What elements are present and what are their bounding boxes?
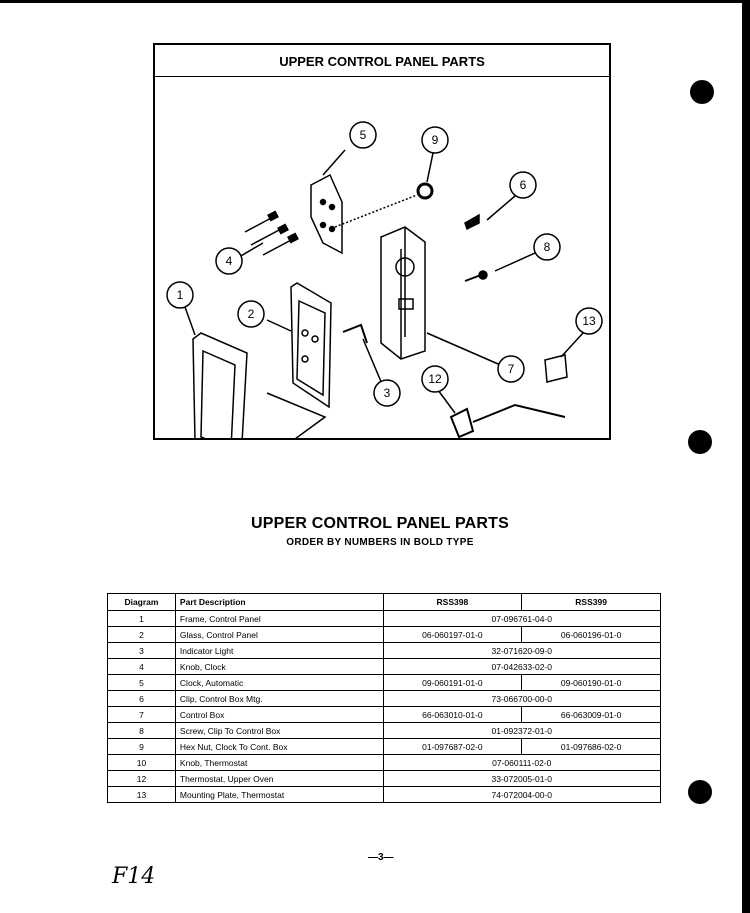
binder-hole xyxy=(688,430,712,454)
svg-text:2: 2 xyxy=(248,307,255,321)
callout-7: 7 xyxy=(497,355,525,383)
part-description-cell: Clip, Control Box Mtg. xyxy=(174,690,384,707)
svg-text:5: 5 xyxy=(360,128,367,142)
parts-table: Diagram Part Description RSS398 RSS399 1… xyxy=(107,593,661,803)
part-number-cell-model-a: 06-060197-01-0 xyxy=(382,626,523,643)
part-number-cell-common: 33-072005-01-0 xyxy=(382,770,661,787)
scan-edge-right xyxy=(742,0,750,913)
exploded-parts-drawing: 5 9 6 4 8 1 2 13 7 12 3 10 xyxy=(166,121,603,438)
part-number-cell-common: 74-072004-00-0 xyxy=(382,786,661,803)
callout-12: 12 xyxy=(421,365,449,393)
part-description-cell: Knob, Clock xyxy=(174,658,384,675)
diagram-number-cell: 13 xyxy=(107,786,176,803)
diagram-number-cell: 9 xyxy=(107,738,176,755)
part-description-cell: Glass, Control Panel xyxy=(174,626,384,643)
part-number-cell-model-b: 66-063009-01-0 xyxy=(521,706,661,723)
diagram-number-cell: 12 xyxy=(107,770,176,787)
header-description: Part Description xyxy=(174,593,384,611)
svg-text:9: 9 xyxy=(432,133,439,147)
part-description-cell: Control Box xyxy=(174,706,384,723)
table-header-row: Diagram Part Description RSS398 RSS399 xyxy=(107,593,661,611)
svg-text:6: 6 xyxy=(520,178,527,192)
part-number-cell-common: 01-092372-01-0 xyxy=(382,722,661,739)
part-description-cell: Hex Nut, Clock To Cont. Box xyxy=(174,738,384,755)
part-number-cell-common: 07-060111-02-0 xyxy=(382,754,661,771)
callout-6: 6 xyxy=(509,171,537,199)
diagram-number-cell: 3 xyxy=(107,642,176,659)
diagram-number-cell: 2 xyxy=(107,626,176,643)
part-description-cell: Knob, Thermostat xyxy=(174,754,384,771)
clock-plate-shape xyxy=(310,173,343,255)
callout-5: 5 xyxy=(349,121,377,149)
part-number-cell-common: 73-066700-00-0 xyxy=(382,690,661,707)
part-description-cell: Clock, Automatic xyxy=(174,674,384,691)
figure-title: UPPER CONTROL PANEL PARTS xyxy=(155,45,609,77)
part-number-cell-common: 07-096761-04-0 xyxy=(382,610,661,627)
svg-text:3: 3 xyxy=(384,386,391,400)
svg-text:1: 1 xyxy=(177,288,184,302)
parts-list-title: UPPER CONTROL PANEL PARTS xyxy=(250,515,510,532)
part-description-cell: Indicator Light xyxy=(174,642,384,659)
part-description-cell: Thermostat, Upper Oven xyxy=(174,770,384,787)
binder-hole xyxy=(690,80,714,104)
header-diagram: Diagram xyxy=(107,593,176,611)
part-number-cell-model-a: 66-063010-01-0 xyxy=(382,706,523,723)
part-description-cell: Frame, Control Panel xyxy=(174,610,384,627)
svg-text:13: 13 xyxy=(582,314,596,328)
part-number-cell-common: 07-042633-02-0 xyxy=(382,658,661,675)
diagram-number-cell: 8 xyxy=(107,722,176,739)
part-number-cell-model-a: 01-097687-02-0 xyxy=(382,738,523,755)
scan-edge-top xyxy=(0,0,750,3)
part-number-cell-model-a: 09-060191-01-0 xyxy=(382,674,523,691)
diagram-number-cell: 7 xyxy=(107,706,176,723)
binder-hole xyxy=(688,780,712,804)
diagram-number-cell: 1 xyxy=(107,610,176,627)
part-number-cell-common: 32-071620-09-0 xyxy=(382,642,661,659)
callout-9: 9 xyxy=(421,126,449,154)
header-model-b: RSS399 xyxy=(521,593,661,611)
callout-2: 2 xyxy=(237,300,265,328)
callout-1: 1 xyxy=(166,281,194,309)
diagram-number-cell: 4 xyxy=(107,658,176,675)
part-number-cell-model-b: 06-060196-01-0 xyxy=(521,626,661,643)
diagram-number-cell: 5 xyxy=(107,674,176,691)
parts-list-subtitle: ORDER BY NUMBERS IN BOLD TYPE xyxy=(286,537,474,548)
svg-text:7: 7 xyxy=(508,362,515,376)
part-number-cell-model-b: 09-060190-01-0 xyxy=(521,674,661,691)
part-description-cell: Mounting Plate, Thermostat xyxy=(174,786,384,803)
callout-3: 3 xyxy=(373,379,401,407)
callout-8: 8 xyxy=(533,233,561,261)
header-model-a: RSS398 xyxy=(382,593,523,611)
svg-text:12: 12 xyxy=(428,372,442,386)
exploded-diagram-frame: UPPER CONTROL PANEL PARTS xyxy=(153,43,611,440)
page-number: —3— xyxy=(368,852,394,863)
diagram-number-cell: 6 xyxy=(107,690,176,707)
callout-13: 13 xyxy=(575,307,603,335)
part-number-cell-model-b: 01-097686-02-0 xyxy=(521,738,661,755)
handwritten-note: F14 xyxy=(112,864,156,889)
diagram-number-cell: 10 xyxy=(107,754,176,771)
svg-text:4: 4 xyxy=(226,254,233,268)
part-description-cell: Screw, Clip To Control Box xyxy=(174,722,384,739)
svg-text:8: 8 xyxy=(544,240,551,254)
callout-4: 4 xyxy=(215,247,243,275)
